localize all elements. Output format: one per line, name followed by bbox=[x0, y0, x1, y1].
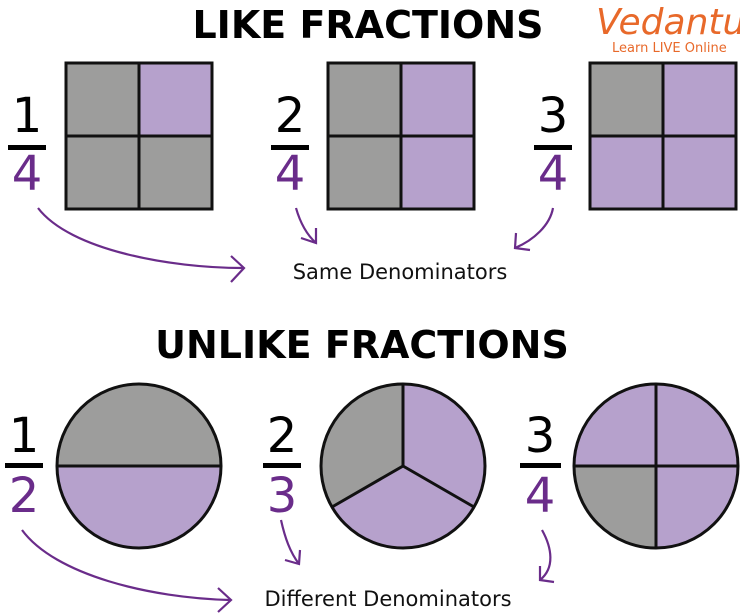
fraction-bar bbox=[263, 463, 301, 468]
numerator: 3 bbox=[525, 408, 556, 464]
fraction-1-2: 1 2 bbox=[5, 408, 43, 524]
fraction-2-4: 2 4 bbox=[271, 88, 309, 202]
arrow-icon bbox=[37, 207, 244, 270]
circle-model-1-2 bbox=[55, 382, 223, 550]
denominator: 4 bbox=[275, 146, 306, 202]
numerator: 1 bbox=[9, 408, 40, 464]
arrow-icon bbox=[279, 519, 300, 565]
logo-tagline: Learn LIVE Online bbox=[612, 41, 727, 56]
denominator: 4 bbox=[525, 468, 556, 524]
vedantu-logo: Vedantu Learn LIVE Online bbox=[596, 2, 740, 56]
arrow-icon bbox=[21, 529, 231, 602]
numerator: 2 bbox=[267, 408, 298, 464]
arrow-icon bbox=[539, 529, 552, 581]
arrowhead-icon bbox=[284, 549, 302, 566]
like-fractions-title: LIKE FRACTIONS bbox=[192, 3, 543, 47]
fraction-bar bbox=[534, 145, 572, 150]
denominator: 3 bbox=[267, 468, 298, 524]
numerator: 3 bbox=[538, 88, 569, 144]
same-denominators-label: Same Denominators bbox=[293, 260, 508, 284]
fraction-bar bbox=[5, 463, 43, 468]
fraction-3-4-unlike: 3 4 bbox=[520, 408, 561, 524]
square-model-2-4 bbox=[326, 61, 476, 211]
numerator: 1 bbox=[12, 88, 43, 144]
fraction-bar bbox=[271, 145, 309, 150]
arrowhead-icon bbox=[513, 232, 531, 252]
denominator: 4 bbox=[538, 146, 569, 202]
fraction-bar bbox=[8, 145, 46, 150]
square-model-3-4 bbox=[588, 61, 738, 211]
circle-model-2-3 bbox=[319, 382, 487, 550]
arrow-icon bbox=[514, 207, 555, 250]
arrow-icon bbox=[294, 207, 317, 244]
denominator: 2 bbox=[9, 468, 40, 524]
arrows-different-denominators bbox=[21, 519, 555, 613]
arrowhead-icon bbox=[538, 566, 555, 584]
different-denominators-label: Different Denominators bbox=[264, 587, 511, 611]
unlike-fractions-title: UNLIKE FRACTIONS bbox=[155, 323, 569, 367]
square-model-1-4 bbox=[64, 61, 214, 211]
fraction-bar bbox=[520, 463, 561, 468]
fraction-1-4: 1 4 bbox=[8, 88, 46, 202]
arrowhead-icon bbox=[300, 228, 318, 245]
logo-brand: Vedantu bbox=[596, 2, 740, 43]
circle-model-3-4 bbox=[572, 382, 740, 550]
arrowhead-icon bbox=[217, 587, 233, 613]
denominator: 4 bbox=[12, 146, 43, 202]
arrowhead-icon bbox=[230, 255, 246, 283]
numerator: 2 bbox=[275, 88, 306, 144]
fraction-2-3: 2 3 bbox=[263, 408, 301, 524]
fraction-3-4: 3 4 bbox=[534, 88, 572, 202]
arrows-same-denominators bbox=[37, 207, 555, 283]
